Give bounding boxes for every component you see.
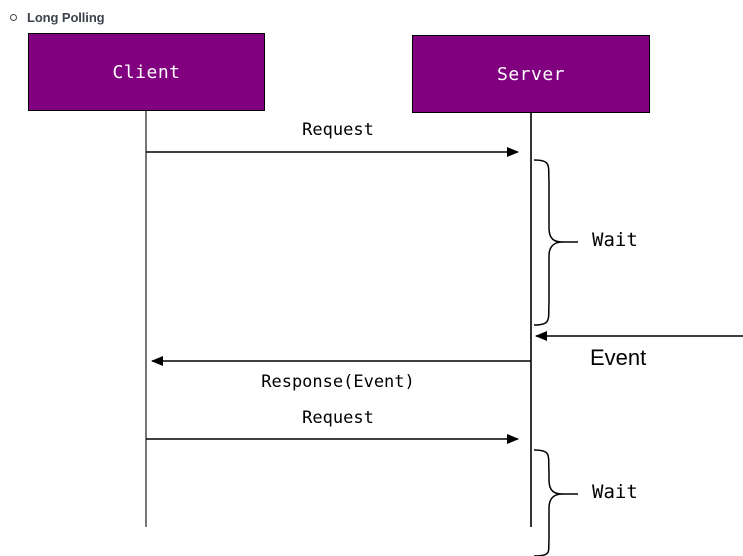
note-brace-wait-1 — [533, 159, 578, 326]
slide-header: Long Polling — [0, 0, 743, 30]
participant-client-label: Client — [112, 61, 181, 83]
message-label-event: Event — [590, 345, 647, 370]
message-label-request-2: Request — [302, 408, 374, 428]
page-title: Long Polling — [27, 10, 105, 25]
message-label-request-1: Request — [302, 120, 374, 140]
message-label-response: Response(Event) — [261, 372, 415, 392]
participant-server-label: Server — [496, 63, 566, 85]
hollow-circle-icon — [10, 14, 17, 21]
note-label-wait-1: Wait — [592, 229, 638, 251]
participant-server[interactable]: Server — [412, 35, 650, 113]
note-label-wait-2: Wait — [592, 481, 638, 503]
participant-client[interactable]: Client — [28, 33, 265, 111]
note-brace-wait-2 — [533, 449, 578, 556]
